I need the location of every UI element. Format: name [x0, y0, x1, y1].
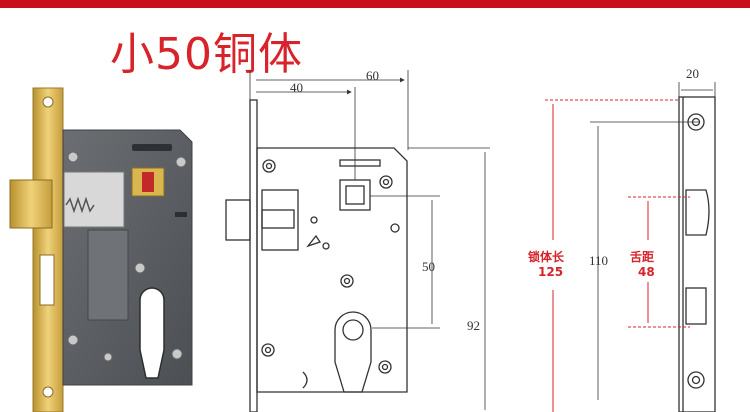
case-slot	[132, 144, 172, 151]
drawing-screw	[390, 223, 400, 233]
drawing-faceplate	[249, 99, 258, 412]
dim-60-label: 60	[366, 68, 379, 83]
drawing-screw	[261, 343, 275, 357]
red-dimension-lines	[545, 99, 690, 412]
side-faceplate	[678, 96, 716, 412]
front-view-drawing	[225, 99, 408, 412]
tongue-distance-label: 舌距	[630, 249, 654, 264]
drawing-screw	[379, 175, 393, 189]
latch-bolt	[9, 179, 53, 229]
screw-icon	[103, 352, 113, 362]
drawing-case	[256, 147, 408, 393]
drawing-screw	[262, 159, 276, 173]
product-title: 小50铜体	[110, 29, 303, 80]
drawing-spindle	[339, 179, 371, 211]
front-dimension-lines	[249, 70, 490, 410]
faceplate-screw-hole	[42, 386, 54, 398]
faceplate-screw-hole	[42, 96, 54, 108]
screw-icon	[134, 262, 146, 274]
body-length-label: 锁体长	[528, 249, 565, 264]
drawing-screw	[340, 274, 354, 288]
drawing-screw	[378, 360, 392, 374]
dim-50-label: 50	[422, 259, 435, 274]
side-dimension-lines	[590, 82, 716, 400]
screw-icon	[171, 348, 183, 360]
spring-mechanism	[63, 171, 129, 321]
faceplate-slot	[39, 254, 55, 306]
body-length-value: 125	[538, 265, 563, 279]
dim-110-label: 110	[589, 253, 608, 268]
drawing-cylinder	[334, 311, 372, 393]
dim-20-label: 20	[686, 66, 699, 81]
top-red-bar	[0, 0, 750, 8]
screw-icon	[67, 334, 79, 346]
dim-40-label: 40	[290, 80, 303, 95]
tongue-distance-value: 48	[638, 265, 655, 279]
dim-92-label: 92	[467, 318, 480, 333]
spindle-square	[142, 172, 154, 192]
screw-icon	[175, 156, 187, 168]
drawing-latch-mechanism	[261, 189, 299, 251]
screw-icon	[67, 151, 79, 163]
drawing-latch	[225, 199, 251, 241]
side-latch	[685, 189, 710, 236]
side-view-drawing	[678, 96, 716, 412]
cylinder-hole	[139, 287, 165, 379]
brass-faceplate	[32, 87, 64, 412]
side-bolt-slot	[685, 287, 707, 325]
lock-photo	[9, 87, 193, 412]
case-slot-small	[175, 212, 187, 217]
